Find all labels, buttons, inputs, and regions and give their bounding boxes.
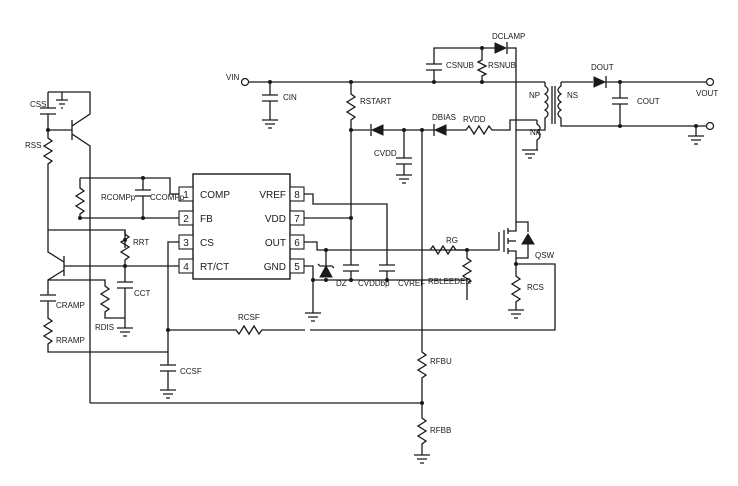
rcsf-label: RCSF — [238, 313, 260, 322]
pin-2-name: FB — [200, 214, 213, 225]
ic-pin-boxes — [178, 186, 305, 274]
rramp-label: RRAMP — [56, 336, 85, 345]
na-label: NA — [530, 128, 542, 137]
bias-network — [351, 119, 520, 184]
rfbb-label: RFBB — [430, 426, 451, 435]
soft-start-network — [40, 91, 91, 403]
qsw-label: QSW — [535, 251, 555, 260]
pin-7-name: VDD — [265, 214, 286, 225]
cvdd-label: CVDD — [374, 149, 397, 158]
cvref-label: CVREF — [398, 279, 425, 288]
pin-8-name: VREF — [259, 190, 286, 201]
pin-4-name: RT/CT — [200, 262, 229, 273]
rvdd-label: RVDD — [463, 115, 486, 124]
transformer — [516, 82, 620, 150]
rss-label: RSS — [25, 141, 41, 150]
dclamp-label: DCLAMP — [492, 32, 525, 41]
pin-5-name: GND — [264, 262, 286, 273]
dout-label: DOUT — [591, 63, 614, 72]
css-label: CSS — [30, 100, 46, 109]
rstart-resistor — [345, 82, 357, 132]
cs-filter — [160, 241, 305, 399]
dbias-label: DBIAS — [432, 113, 456, 122]
controller-ic — [192, 173, 291, 280]
pin-4-number: 4 — [183, 262, 189, 273]
rstart-label: RSTART — [360, 97, 391, 106]
pin-2-number: 2 — [183, 214, 189, 225]
pin-8-number: 8 — [294, 190, 300, 201]
rg-label: RG — [446, 236, 458, 245]
output-rectifier — [561, 76, 715, 145]
ccsf-label: CCSF — [180, 367, 202, 376]
vout-label: VOUT — [696, 89, 718, 98]
snubber-network — [426, 42, 517, 130]
rcompp-label: RCOMPp — [101, 193, 136, 202]
rrt-label: RRT — [133, 238, 149, 247]
rcs-label: RCS — [527, 283, 544, 292]
comp-network — [74, 176, 179, 220]
np-label: NP — [529, 91, 540, 100]
rbleeder-label: RBLEEDER — [428, 277, 471, 286]
vin-label: VIN — [226, 73, 240, 82]
pin-3-name: CS — [200, 238, 214, 249]
cout-label: COUT — [637, 97, 660, 106]
rsnub-label: RSNUB — [488, 61, 516, 70]
cin-capacitor — [262, 82, 278, 129]
pin-6-number: 6 — [294, 238, 300, 249]
cramp-label: CRAMP — [56, 301, 85, 310]
rdis-label: RDIS — [95, 323, 114, 332]
gate-drive — [310, 130, 556, 331]
pin-3-number: 3 — [183, 238, 189, 249]
pin-1-name: COMP — [200, 190, 230, 201]
rfbu-label: RFBU — [430, 357, 452, 366]
pin-5-number: 5 — [294, 262, 300, 273]
cin-label: CIN — [283, 93, 297, 102]
aux-ground — [522, 149, 538, 159]
pin-7-number: 7 — [294, 214, 300, 225]
csnub-label: CSNUB — [446, 61, 474, 70]
ccompp-label: CCOMPp — [150, 193, 185, 202]
pin-1-number: 1 — [183, 190, 189, 201]
right-pin-network — [304, 130, 468, 322]
ns-label: NS — [567, 91, 578, 100]
oscillator-network — [40, 229, 179, 353]
cct-label: CCT — [134, 289, 151, 298]
dz-label: DZ — [336, 279, 347, 288]
vin-rail — [240, 77, 545, 87]
pin-6-name: OUT — [265, 238, 286, 249]
feedback-divider — [90, 130, 430, 464]
cvddbp-label: CVDDbp — [358, 279, 390, 288]
